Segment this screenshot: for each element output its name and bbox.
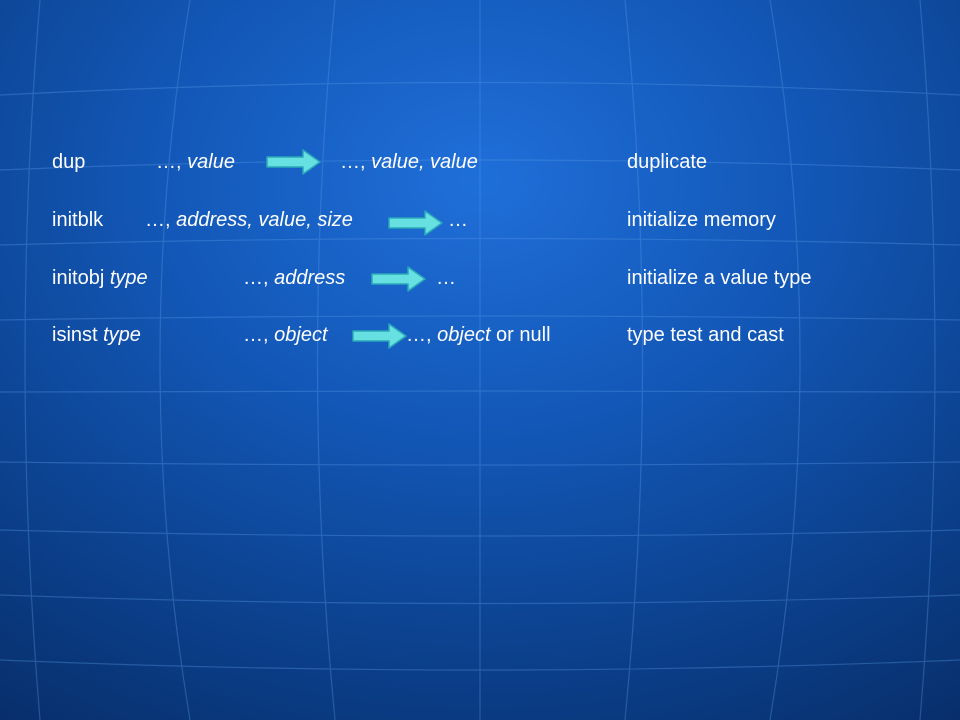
instruction-opcode: initobj: [52, 267, 110, 289]
stack-after-operands: value, value: [371, 151, 478, 173]
instruction-mnemonic: dup: [52, 151, 86, 173]
grid-line: [0, 529, 960, 537]
stack-before: …, address: [243, 266, 345, 290]
grid-line: [316, 0, 336, 720]
instruction-description: type test and cast: [627, 324, 784, 346]
instruction-opcode: isinst: [52, 324, 104, 346]
grid-line: [24, 0, 41, 720]
stack-before-operands: address, value, size: [176, 209, 353, 231]
instruction-parameter: type: [109, 267, 148, 289]
instruction-mnemonic: initobj type: [52, 266, 148, 290]
stack-after: …, object or null: [406, 323, 551, 347]
stack-before-prefix: …,: [243, 324, 275, 346]
arrow-right-icon: [266, 149, 321, 175]
grid-line: [0, 159, 960, 171]
stack-before: …, value: [156, 150, 235, 174]
instruction-mnemonic: initblk: [52, 209, 104, 231]
instruction-description: initialize memory: [627, 209, 776, 231]
stack-before: …, address, value, size: [145, 208, 353, 232]
stack-after-prefix: …,: [340, 151, 372, 173]
grid-line: [0, 315, 960, 321]
stack-after-operands: object: [437, 324, 491, 346]
stack-before-prefix: …,: [243, 267, 275, 289]
grid-line: [0, 390, 960, 393]
arrow-right-icon: [388, 210, 443, 236]
instruction-mnemonic: isinst type: [52, 323, 141, 347]
grid-line: [0, 81, 960, 96]
stack-after-prefix: …,: [406, 324, 438, 346]
stack-before-operands: value: [187, 151, 235, 173]
grid-line: [769, 0, 801, 720]
stack-after: …, value, value: [340, 150, 478, 174]
grid-line: [0, 594, 960, 605]
grid-line: [0, 237, 960, 246]
arrow-right-icon: [371, 266, 426, 292]
grid-line: [624, 0, 644, 720]
stack-after: …: [436, 267, 456, 289]
stack-before-operands: object: [274, 324, 328, 346]
instruction-parameter: type: [103, 324, 141, 346]
instruction-description: initialize a value type: [627, 267, 812, 289]
instruction-description: duplicate: [627, 151, 708, 173]
grid-line: [919, 0, 936, 720]
grid-line: [0, 461, 960, 466]
stack-after-suffix: or null: [490, 324, 551, 346]
stack-before-operands: address: [274, 267, 346, 289]
arrow-right-icon: [352, 323, 407, 349]
stack-before-prefix: …,: [145, 209, 177, 231]
stack-before-prefix: …,: [156, 151, 188, 173]
stack-before: …, object: [243, 323, 328, 347]
grid-line: [0, 659, 960, 671]
stack-after: …: [448, 209, 468, 231]
grid-line: [159, 0, 191, 720]
